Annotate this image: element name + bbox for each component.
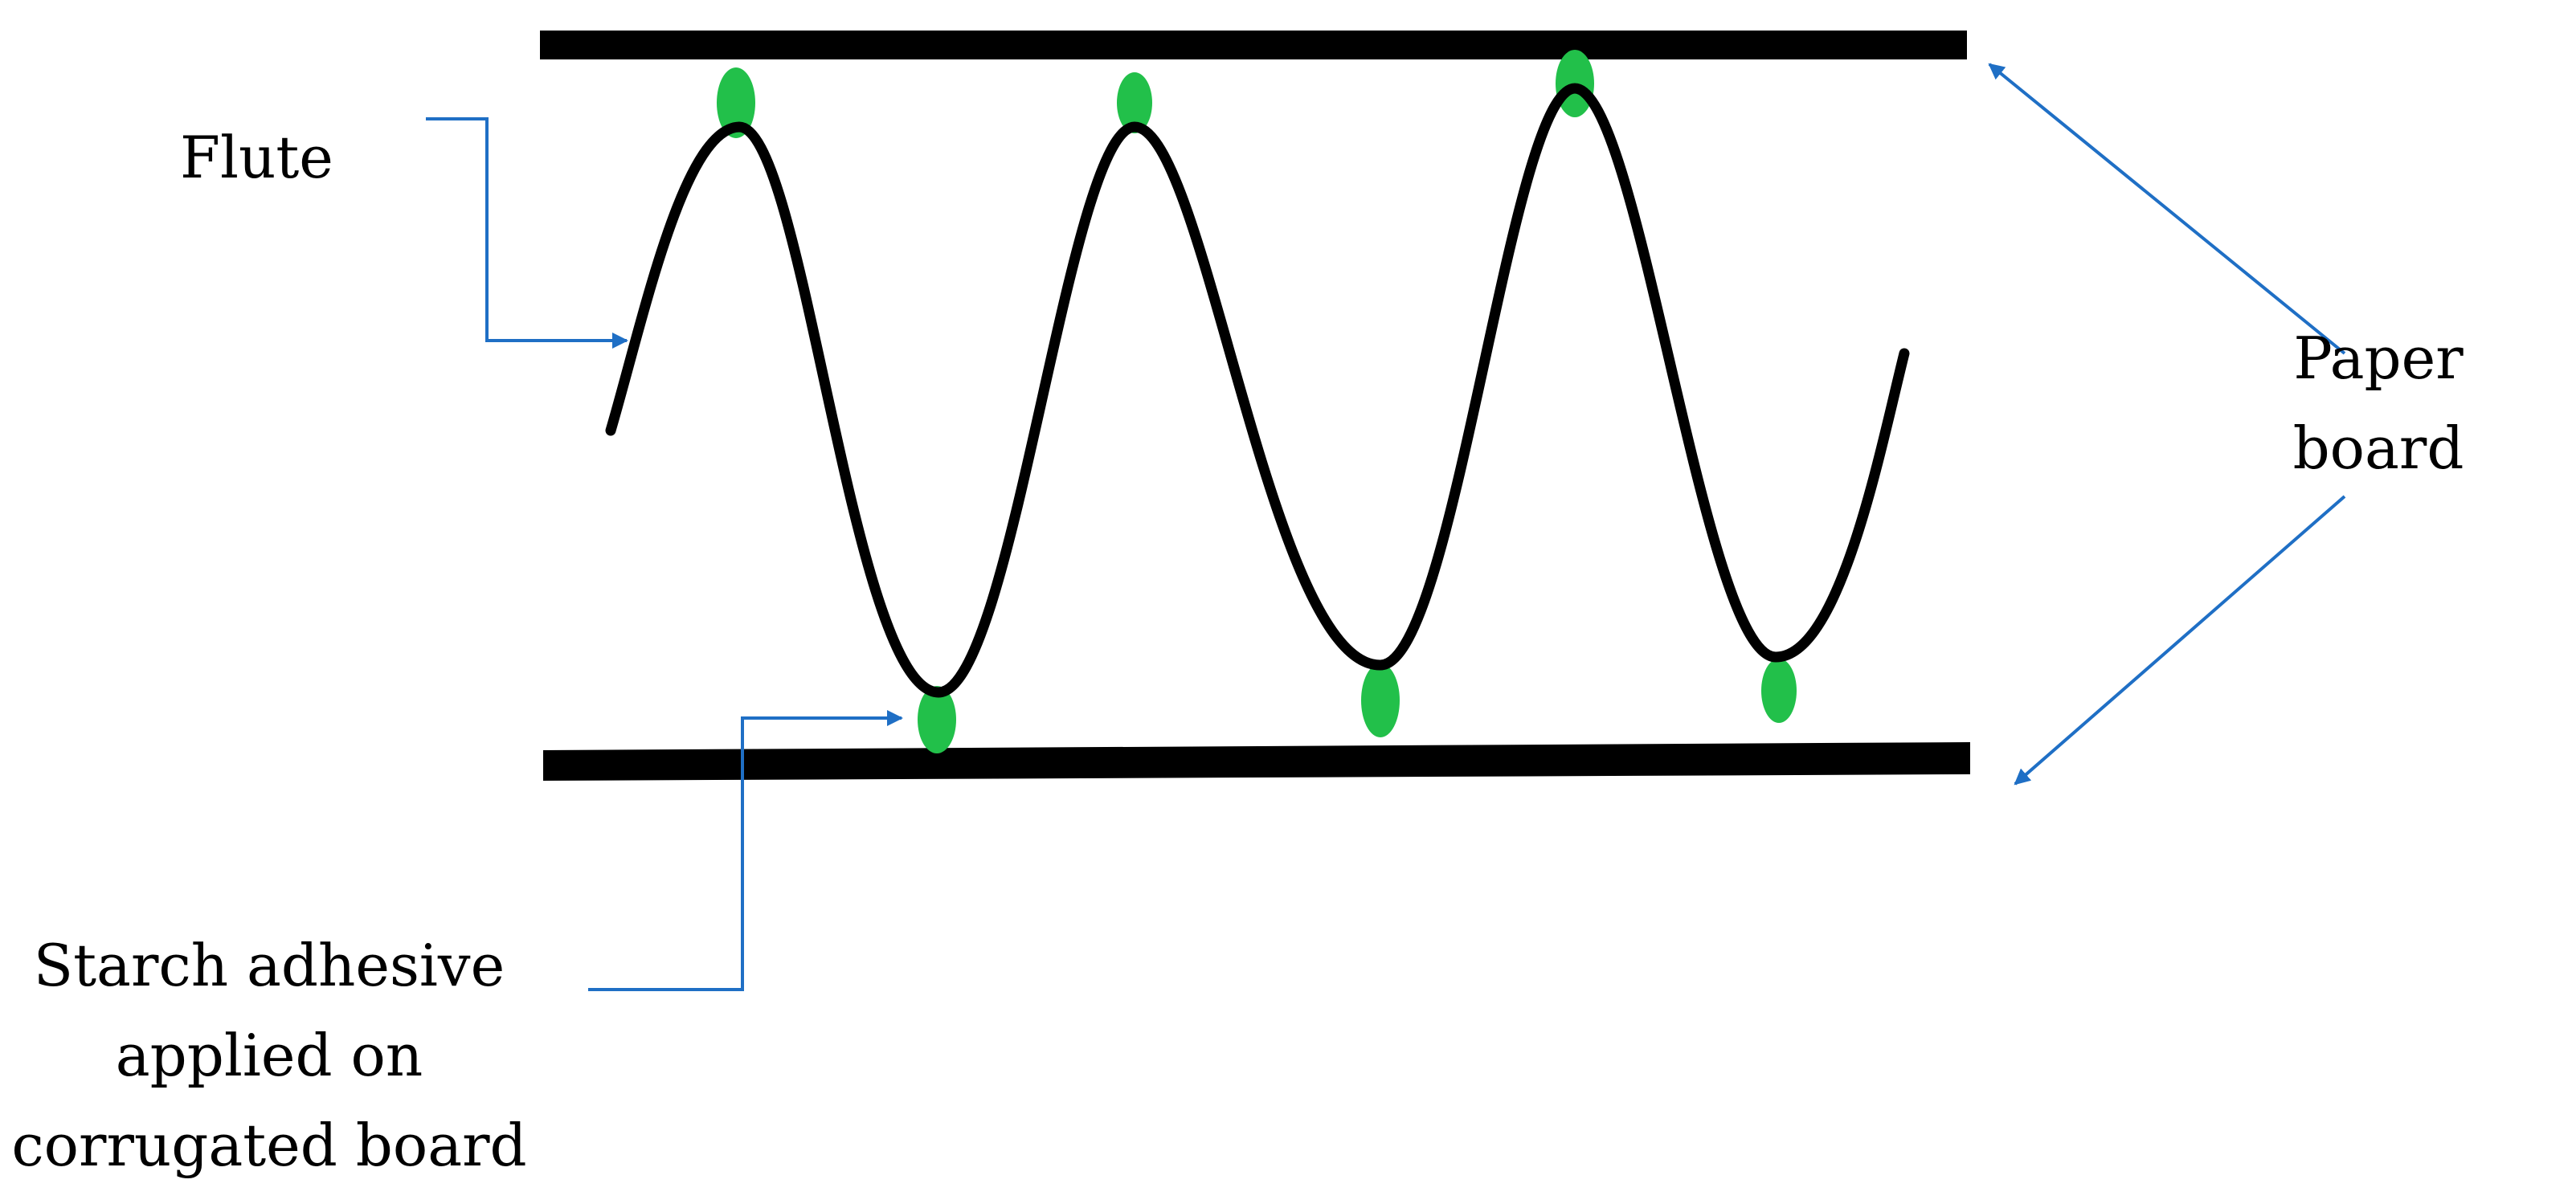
- adhesive-dots: [717, 50, 1797, 753]
- starch-adhesive-label-line-3: corrugated board: [11, 1112, 527, 1179]
- paper-board-arrow-top: [1988, 63, 2346, 355]
- starch-adhesive-arrow: [588, 710, 903, 991]
- starch-adhesive-label-line-1: Starch adhesive: [33, 932, 505, 999]
- flute-wave: [605, 83, 1910, 698]
- adhesive-dot: [717, 67, 755, 138]
- paper-board-label: Paper board: [2293, 313, 2464, 493]
- adhesive-dot: [1361, 663, 1400, 737]
- adhesive-dot: [918, 686, 956, 753]
- flute-label-text: Flute: [180, 124, 333, 191]
- paper-board-label-line-2: board: [2292, 414, 2464, 482]
- bottom-paper-board: [543, 742, 1970, 781]
- starch-adhesive-label-line-2: applied on: [115, 1022, 423, 1089]
- flute-label: Flute: [180, 112, 333, 202]
- paper-board-label-line-1: Paper: [2293, 324, 2464, 392]
- starch-adhesive-label: Starch adhesive applied on corrugated bo…: [11, 920, 526, 1190]
- top-paper-board: [540, 31, 1967, 59]
- paper-board-arrow-bottom: [2014, 495, 2346, 786]
- adhesive-dot: [1761, 659, 1797, 723]
- adhesive-dot: [1117, 72, 1152, 133]
- flute-arrow: [426, 117, 628, 349]
